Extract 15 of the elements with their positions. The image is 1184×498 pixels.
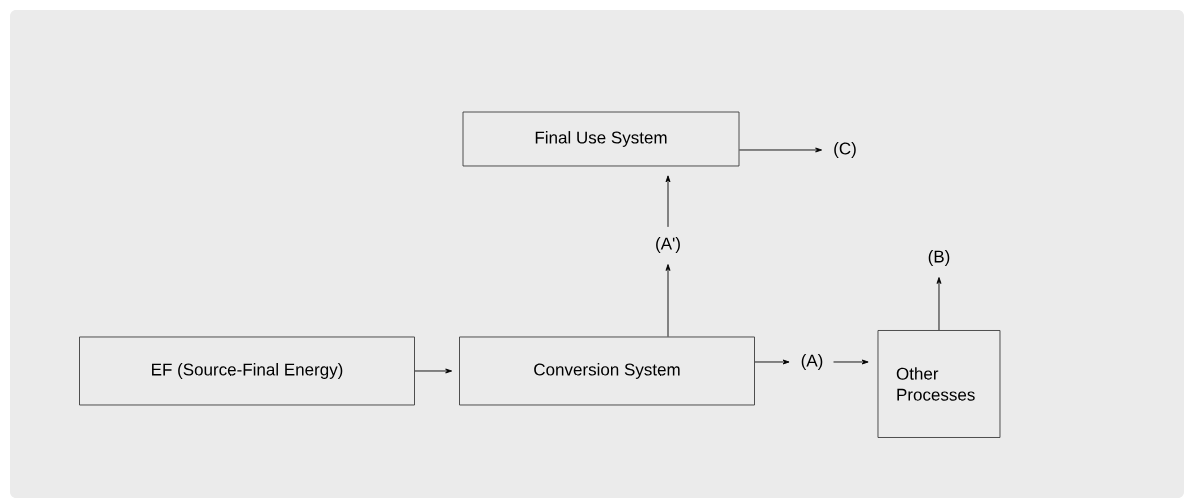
process-box: EF (Source-Final Energy) — [79, 336, 415, 406]
flow-label: (C) — [834, 142, 856, 158]
arrow — [754, 359, 790, 365]
arrow — [665, 175, 671, 228]
process-box: Other Processes — [877, 330, 1001, 438]
process-box: Final Use System — [462, 111, 740, 167]
flow-label: (A') — [656, 237, 680, 253]
arrow — [414, 368, 453, 374]
flow-label: (A) — [801, 354, 823, 370]
arrow — [936, 277, 942, 331]
arrow — [833, 359, 869, 365]
flow-label: (B) — [928, 250, 950, 266]
arrow — [665, 264, 671, 337]
arrow — [739, 147, 823, 153]
process-box: Conversion System — [459, 336, 755, 406]
